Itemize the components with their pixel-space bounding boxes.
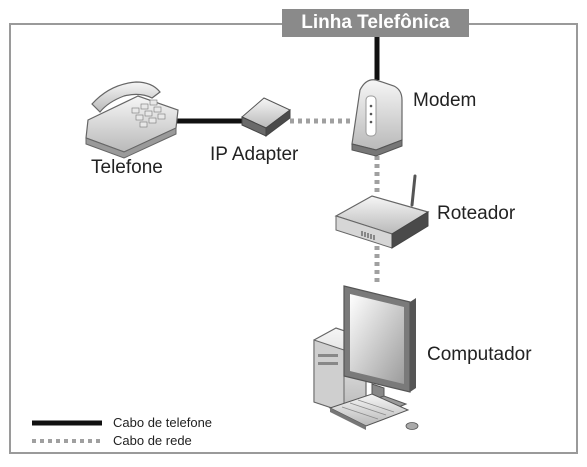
computador-label: Computador: [427, 344, 532, 365]
computer-icon: [313, 285, 419, 430]
router-icon: [334, 174, 430, 249]
header-label: Linha Telefônica: [282, 9, 469, 37]
diagram-frame: [9, 23, 578, 454]
ip-adapter-icon: [241, 97, 291, 137]
modem-icon: [351, 79, 403, 157]
modem-label: Modem: [413, 90, 477, 111]
ip-adapter-label: IP Adapter: [210, 144, 299, 165]
legend-network-cable-label: Cabo de rede: [113, 433, 192, 448]
legend-phone-cable-label: Cabo de telefone: [113, 415, 213, 430]
telephone-icon: [85, 81, 179, 159]
telefone-label: Telefone: [91, 157, 163, 178]
roteador-label: Roteador: [437, 203, 516, 224]
